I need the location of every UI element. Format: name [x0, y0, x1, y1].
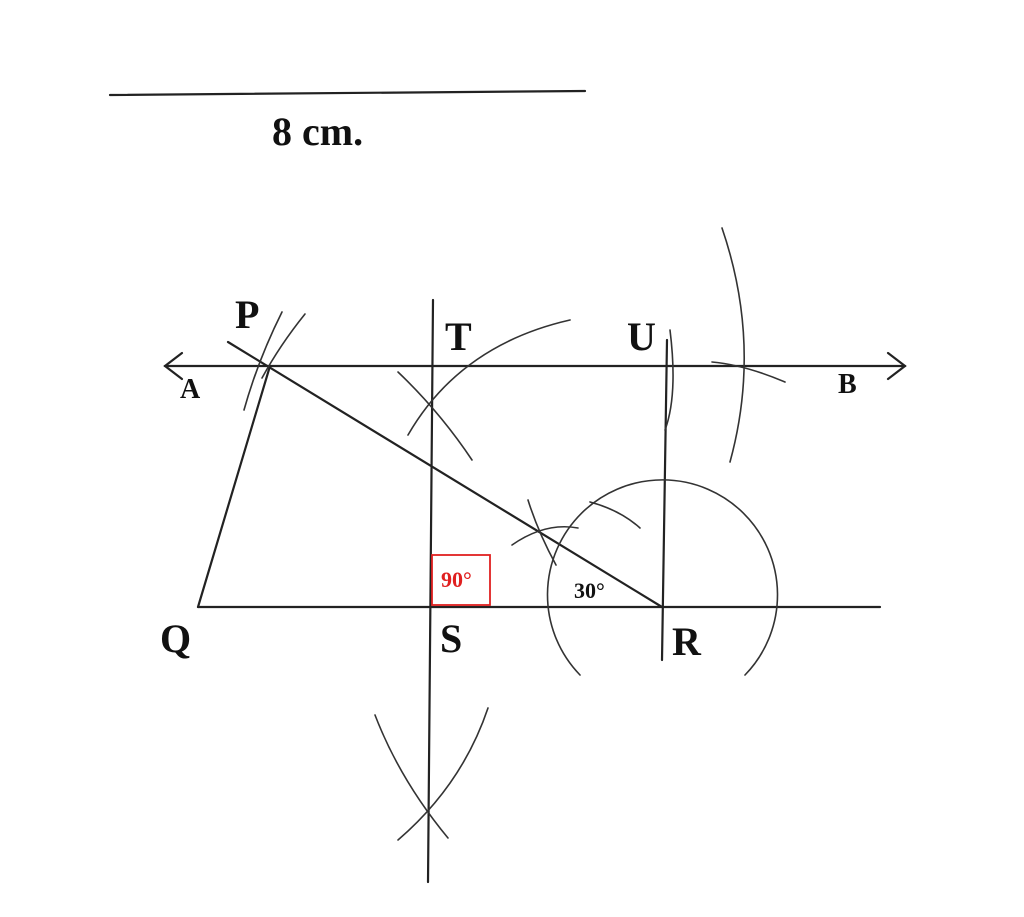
label-P: P — [235, 292, 259, 337]
label-T: T — [445, 314, 472, 359]
arc-S-2 — [397, 707, 489, 841]
arc-30-3 — [589, 501, 641, 529]
arc-U-tick — [664, 329, 674, 431]
arrowhead-B — [886, 351, 907, 381]
label-R: R — [672, 619, 702, 664]
arc-T-2 — [407, 319, 571, 436]
arc-S-1 — [374, 714, 449, 839]
label-U: U — [627, 314, 656, 359]
arrowhead-A — [163, 351, 184, 381]
segment-PR — [226, 340, 664, 609]
arc-30-1 — [527, 499, 557, 566]
arc-P-2 — [261, 313, 306, 379]
arc-U-large — [721, 227, 746, 463]
scale-line — [108, 89, 587, 97]
label-A: A — [180, 374, 201, 405]
arc-R-circle — [546, 479, 779, 676]
right-angle-marker — [431, 554, 491, 606]
label-Q: Q — [160, 616, 191, 661]
arc-P-1 — [243, 311, 283, 411]
perpendicular-TS — [426, 298, 435, 884]
arc-T-1 — [397, 371, 473, 461]
arc-30-2 — [511, 525, 579, 546]
label-B: B — [838, 369, 857, 400]
angle-30-label: 30° — [574, 578, 605, 603]
label-S: S — [440, 616, 462, 661]
segment-PQ — [196, 364, 272, 609]
scale-label: 8 cm. — [272, 109, 363, 154]
perpendicular-UR — [660, 338, 669, 662]
right-angle-label: 90° — [441, 567, 472, 592]
arc-U-small — [711, 361, 786, 383]
